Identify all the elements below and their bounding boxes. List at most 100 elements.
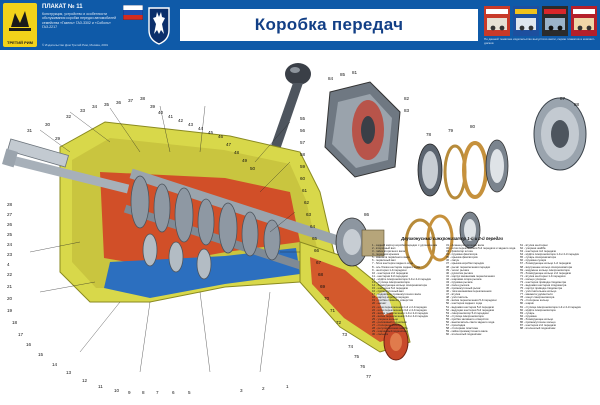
legend-item: 31 - фланец вторичного вала bbox=[446, 244, 484, 247]
callout-label: 39 bbox=[150, 104, 156, 109]
callout-label: 68 bbox=[318, 272, 324, 277]
legend-item: 38 - рычаг переключения передач bbox=[446, 265, 491, 269]
callout-label: 11 bbox=[98, 384, 103, 389]
legend-item: 30 - сальник bbox=[372, 333, 388, 337]
legend-item: 86 - промежуточное кольцо bbox=[520, 320, 556, 324]
legend-item: 34 - пружина фиксатора bbox=[446, 253, 478, 257]
parts-legend: 1 - задний картер коробки передач с удли… bbox=[372, 244, 594, 396]
callout-label: 45 bbox=[208, 130, 214, 135]
callout-label: 14 bbox=[52, 362, 58, 367]
book-cover-icon bbox=[484, 6, 510, 36]
legend-item: 32 - шток переключения 5-й передачи и за… bbox=[446, 247, 516, 251]
callout-label: 60 bbox=[300, 176, 306, 181]
legend-item: 15 - шестерня 5-й передачи bbox=[372, 287, 409, 291]
legend-item: 27 - стопорное кольцо bbox=[372, 324, 401, 328]
legend-item: 16 - промежуточный вал bbox=[372, 290, 404, 294]
legend-item: 50 - шестерня заднего хода bbox=[446, 302, 482, 306]
callout-label: 70 bbox=[324, 296, 330, 301]
legend-item: 51 - ведомая шестерня 5-й передачи bbox=[446, 305, 494, 309]
legend-item: 79 - стопорное кольцо bbox=[520, 299, 549, 303]
publisher-line: © Издательство Дом Третий Рим, Москва, 2… bbox=[42, 43, 109, 47]
legend-item: 13 - ступица синхронизатора bbox=[372, 280, 410, 284]
callout-label: 83 bbox=[404, 108, 410, 113]
callout-label: 7 bbox=[156, 390, 159, 395]
callout-label: 31 bbox=[27, 128, 33, 133]
book-cover-icon bbox=[513, 6, 539, 36]
callout-label: 74 bbox=[348, 344, 354, 349]
callout-label: 32 bbox=[66, 114, 72, 119]
callout-label: 35 bbox=[104, 102, 110, 107]
callout-label: 13 bbox=[66, 370, 72, 375]
legend-item: 85 - блокирующее кольцо bbox=[520, 317, 554, 321]
legend-item: 41 - корпус механизма переключения bbox=[446, 274, 495, 278]
cone-bearing bbox=[335, 217, 385, 267]
legend-item: 40 - рукоятка рычага bbox=[446, 271, 473, 275]
legend-item: 29 - шариковый подшипник bbox=[372, 330, 408, 334]
callout-label: 57 bbox=[300, 140, 306, 145]
legend-item: 47 - втулка bbox=[446, 293, 461, 297]
callout-label: 17 bbox=[18, 332, 24, 337]
callout-label: 80 bbox=[470, 124, 476, 129]
callout-label: 65 bbox=[312, 236, 318, 241]
legend-item: 53 - синхронизатор 5-й передачи bbox=[446, 311, 489, 315]
legend-item: 84 - пружина bbox=[520, 314, 537, 318]
legend-item: 62 - упорная шайба bbox=[520, 247, 546, 251]
callout-label: 4 bbox=[7, 262, 10, 267]
gaz-deer-emblem-icon bbox=[148, 7, 170, 45]
legend-item: 78 - конус синхронизатора bbox=[520, 296, 555, 300]
callout-label: 3 bbox=[240, 388, 243, 393]
callout-label: 84 bbox=[328, 76, 334, 81]
legend-item: 25 - упорное кольцо bbox=[372, 317, 399, 321]
legend-item: 75 - корпус привода спидометра bbox=[520, 287, 563, 291]
legend-item: 54 - ступица синхронизатора bbox=[446, 314, 484, 318]
legend-item: 64 - муфта синхронизатора 1-й и 2-й пере… bbox=[520, 253, 580, 257]
legend-item: 69 - наружное кольцо синхронизатора bbox=[520, 268, 570, 272]
callout-label: 30 bbox=[45, 122, 51, 127]
legend-item: 37 - крышка коробки передач bbox=[446, 262, 485, 266]
legend-item: 19 - пробка сливного отверстия bbox=[372, 299, 414, 303]
tail-housing bbox=[299, 241, 411, 361]
callout-label: 62 bbox=[304, 200, 310, 205]
callout-label: 85 bbox=[340, 72, 346, 77]
legend-item: 10 - шестерня 2-й передачи bbox=[372, 271, 409, 275]
callout-label: 6 bbox=[172, 390, 175, 395]
leader-lines bbox=[29, 105, 300, 373]
legend-item: 1 - задний картер коробки передач с удли… bbox=[372, 244, 438, 247]
legend-item: 66 - пружина сухаря bbox=[520, 259, 547, 263]
legend-item: 12 - муфта синхронизатора 3-й и 4-й пере… bbox=[372, 277, 432, 281]
callout-label: 81 bbox=[352, 70, 358, 75]
legend-item: 67 - блокирующее кольцо 1-й передачи bbox=[520, 262, 572, 266]
legend-item: 39 - чехол рычага bbox=[446, 268, 469, 272]
page-title: Коробка передач bbox=[180, 9, 478, 41]
callout-label: 36 bbox=[116, 100, 122, 105]
legend-item: 11 - шестерня 3-й передачи bbox=[372, 274, 408, 278]
header-band: ТРЕТИЙ РИМ ПЛАКАТ № 11 Конструкция, устр… bbox=[0, 0, 600, 50]
legend-item: 42 - шаровая опора рычага bbox=[446, 277, 482, 281]
legend-item: 6 - первичный вал bbox=[372, 259, 396, 263]
legend-item: 58 - стопорная пластина bbox=[446, 327, 478, 331]
legend-item: 3 - гайка вторичного вала bbox=[372, 250, 406, 254]
book-covers bbox=[484, 6, 597, 36]
callout-label: 23 bbox=[7, 252, 13, 257]
callout-label: 75 bbox=[354, 354, 360, 359]
callout-label: 38 bbox=[140, 96, 146, 101]
legend-item: 43 - пружина рычага bbox=[446, 280, 473, 284]
callout-label: 77 bbox=[366, 374, 372, 379]
exploded-view-caption: Двухконусный синхронизатор 1-й и 2-й пер… bbox=[401, 236, 503, 241]
callout-label: 69 bbox=[320, 284, 326, 289]
legend-item: 18 - картер коробки передач bbox=[372, 296, 409, 300]
legend-item: 55 - пробка заливного отверстия bbox=[446, 317, 489, 321]
callout-label: 29 bbox=[55, 136, 61, 141]
legend-item: 88 - игольчатый подшипник bbox=[520, 327, 556, 331]
legend-item: 72 - кольцо упорное bbox=[520, 277, 547, 281]
legend-item: 59 - гайка промежуточного вала bbox=[446, 330, 488, 334]
callout-label: 46 bbox=[218, 134, 224, 139]
callout-label: 86 bbox=[364, 212, 370, 217]
legend-item: 17 - подшипник промежуточного вала bbox=[372, 293, 421, 297]
callout-label: 48 bbox=[234, 150, 240, 155]
legend-item: 2 - вторичный вал bbox=[372, 247, 396, 251]
legend-item: 82 - муфта синхронизатора bbox=[520, 308, 556, 312]
callout-label: 10 bbox=[114, 388, 120, 393]
plakat-description: Конструкция, устройство и особенности об… bbox=[42, 12, 117, 30]
